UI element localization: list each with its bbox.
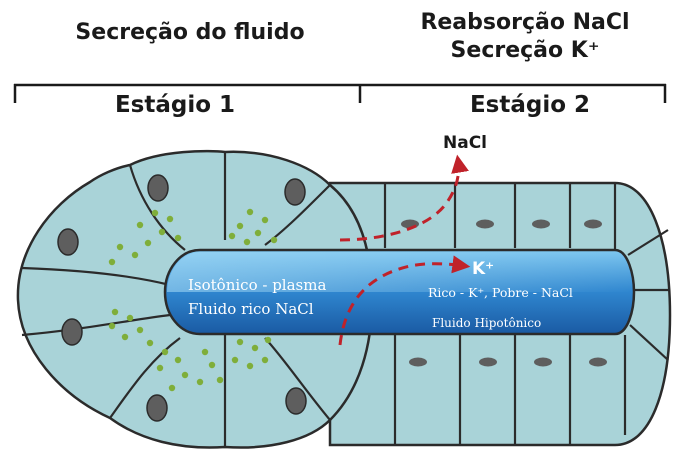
lumen-right-line1: Rico - K⁺, Pobre - NaCl: [428, 285, 573, 300]
acinus-nuclei: [57, 174, 307, 422]
lumen: [163, 248, 636, 336]
nacl-reabsorption-arrow: [339, 154, 469, 242]
stage-1-label: Estágio 1: [114, 92, 236, 118]
secretory-granules: [108, 208, 278, 392]
k-secretion-arrow: [338, 255, 471, 346]
secretion-title: Secreção do fluido: [75, 20, 305, 45]
duct-nuclei: [401, 219, 607, 367]
stage-2-label: Estágio 2: [469, 92, 591, 118]
k-ion-label: K⁺: [472, 259, 494, 279]
lumen-right-line2: Fluido Hipotônico: [432, 316, 541, 330]
k-secretion-title: Secreção K⁺: [450, 38, 600, 63]
reabsorption-title: Reabsorção NaCl: [420, 10, 630, 35]
lumen-left-line1: Isotônico - plasma: [188, 276, 326, 294]
stage-bracket: [13, 83, 667, 103]
lumen-left-line2: Fluido rico NaCl: [188, 300, 314, 318]
nacl-label: NaCl: [443, 133, 487, 153]
